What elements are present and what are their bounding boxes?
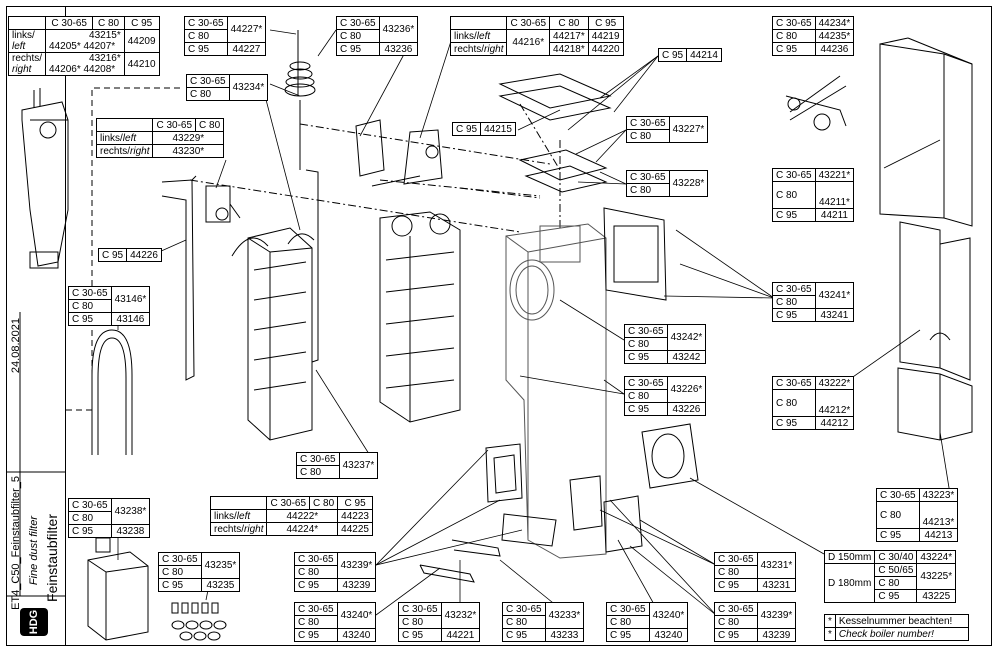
filter-cartridge: [87, 537, 149, 641]
boiler-number-note: *Kesselnummer beachten! *Check boiler nu…: [824, 614, 969, 641]
clamp-parts: [419, 539, 501, 583]
title-block: 24.08.2021 ET4_C50_Feinstaubfilter_5 Fin…: [6, 6, 66, 646]
drive-mechanism: [205, 185, 241, 223]
bracket-rods: [161, 175, 197, 381]
outlet-flanges: [485, 423, 699, 553]
housing-thumbnail: [21, 88, 69, 269]
actuator-assembly: [355, 119, 443, 187]
side-panel-middle: [899, 221, 971, 381]
leader-lines: [117, 29, 951, 616]
ladder-frame-left: [231, 227, 315, 441]
lever-mechanism: [785, 75, 847, 131]
drawing-frame: [6, 6, 992, 646]
side-panel-top: [879, 37, 973, 227]
side-panel-bottom: [897, 367, 973, 441]
heating-element: [91, 329, 133, 455]
assembly-axis-lines: [189, 103, 561, 233]
ladder-frame-right: [379, 211, 461, 423]
inspection-flange: [603, 207, 667, 301]
fastener-set: [171, 602, 227, 641]
top-cover-plates: [498, 73, 612, 193]
main-housing: [505, 223, 607, 559]
